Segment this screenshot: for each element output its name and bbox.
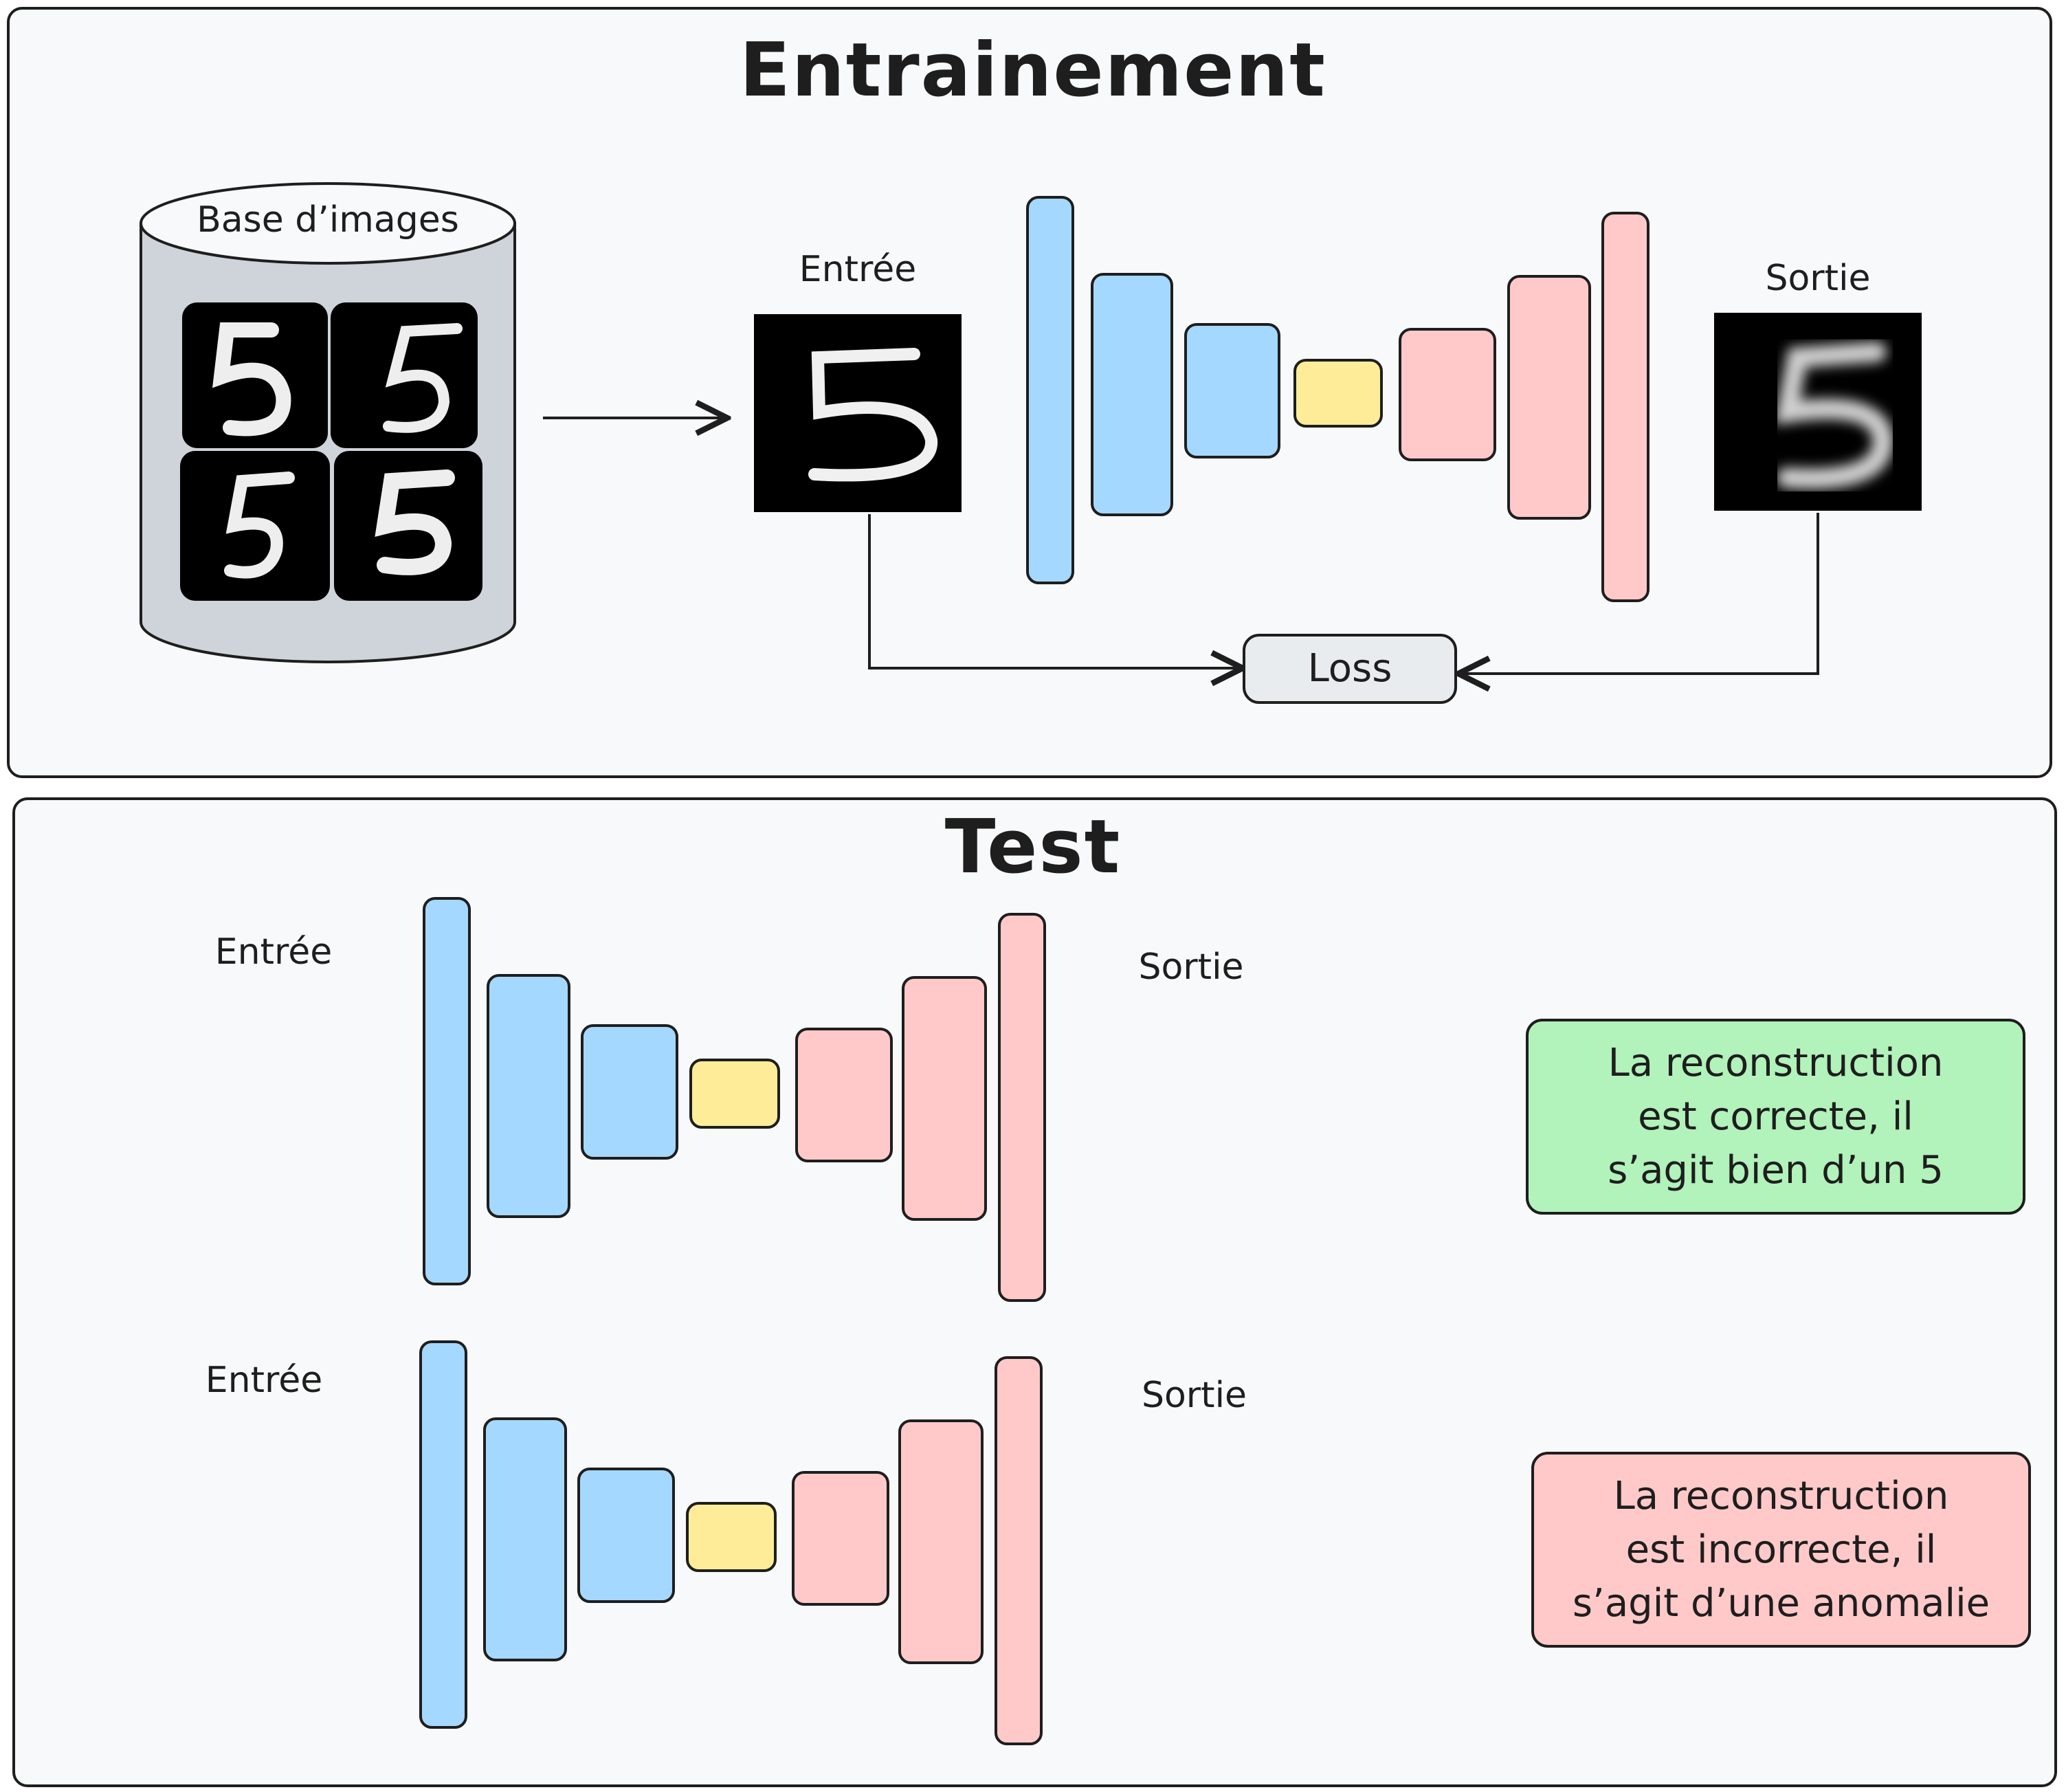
- test1-output-label: Sortie: [1138, 947, 1244, 988]
- test1-decoder-layer-2: [902, 976, 987, 1221]
- training-bottleneck-layer: [1293, 359, 1383, 428]
- training-input-digit: [754, 314, 962, 512]
- test1-encoder-layer-3: [581, 1024, 678, 1160]
- training-output-digit: [1714, 313, 1922, 511]
- test2-encoder-layer-3: [577, 1468, 675, 1603]
- training-decoder-layer-1: [1399, 328, 1496, 461]
- training-input-label: Entrée: [799, 249, 917, 290]
- test2-bottleneck-layer: [686, 1502, 777, 1572]
- test1-bottleneck-layer: [689, 1059, 780, 1129]
- training-encoder-layer-3: [1184, 323, 1280, 458]
- test1-encoder-layer-2: [487, 974, 570, 1218]
- test2-output-label: Sortie: [1141, 1375, 1247, 1416]
- test2-result-box: La reconstruction est incorrecte, il s’a…: [1531, 1452, 2031, 1648]
- test2-input-label: Entrée: [205, 1360, 323, 1401]
- test1-encoder-layer-1: [423, 897, 471, 1285]
- test2-encoder-layer-2: [483, 1417, 567, 1661]
- training-title: Entrainement: [740, 27, 1326, 113]
- training-decoder-layer-3: [1601, 212, 1650, 602]
- test1-decoder-layer-3: [998, 913, 1046, 1302]
- test2-encoder-layer-1: [419, 1340, 467, 1729]
- test2-decoder-layer-1: [792, 1471, 889, 1606]
- training-encoder-layer-1: [1026, 196, 1074, 584]
- training-output-label: Sortie: [1765, 258, 1871, 299]
- test1-input-label: Entrée: [214, 931, 333, 973]
- database-label: Base d’images: [197, 199, 459, 241]
- test-title: Test: [944, 804, 1122, 890]
- training-decoder-layer-2: [1507, 275, 1591, 520]
- test1-result-box: La reconstruction est correcte, il s’agi…: [1526, 1019, 2025, 1215]
- test2-decoder-layer-3: [995, 1356, 1043, 1745]
- arrow-output-to-loss: [1458, 513, 1819, 674]
- loss-box: Loss: [1243, 634, 1457, 704]
- test2-decoder-layer-2: [898, 1419, 984, 1664]
- training-encoder-layer-2: [1091, 273, 1173, 516]
- test1-decoder-layer-1: [795, 1028, 893, 1162]
- arrow-input-to-loss: [868, 514, 1243, 668]
- database-digit-grid: [180, 302, 482, 601]
